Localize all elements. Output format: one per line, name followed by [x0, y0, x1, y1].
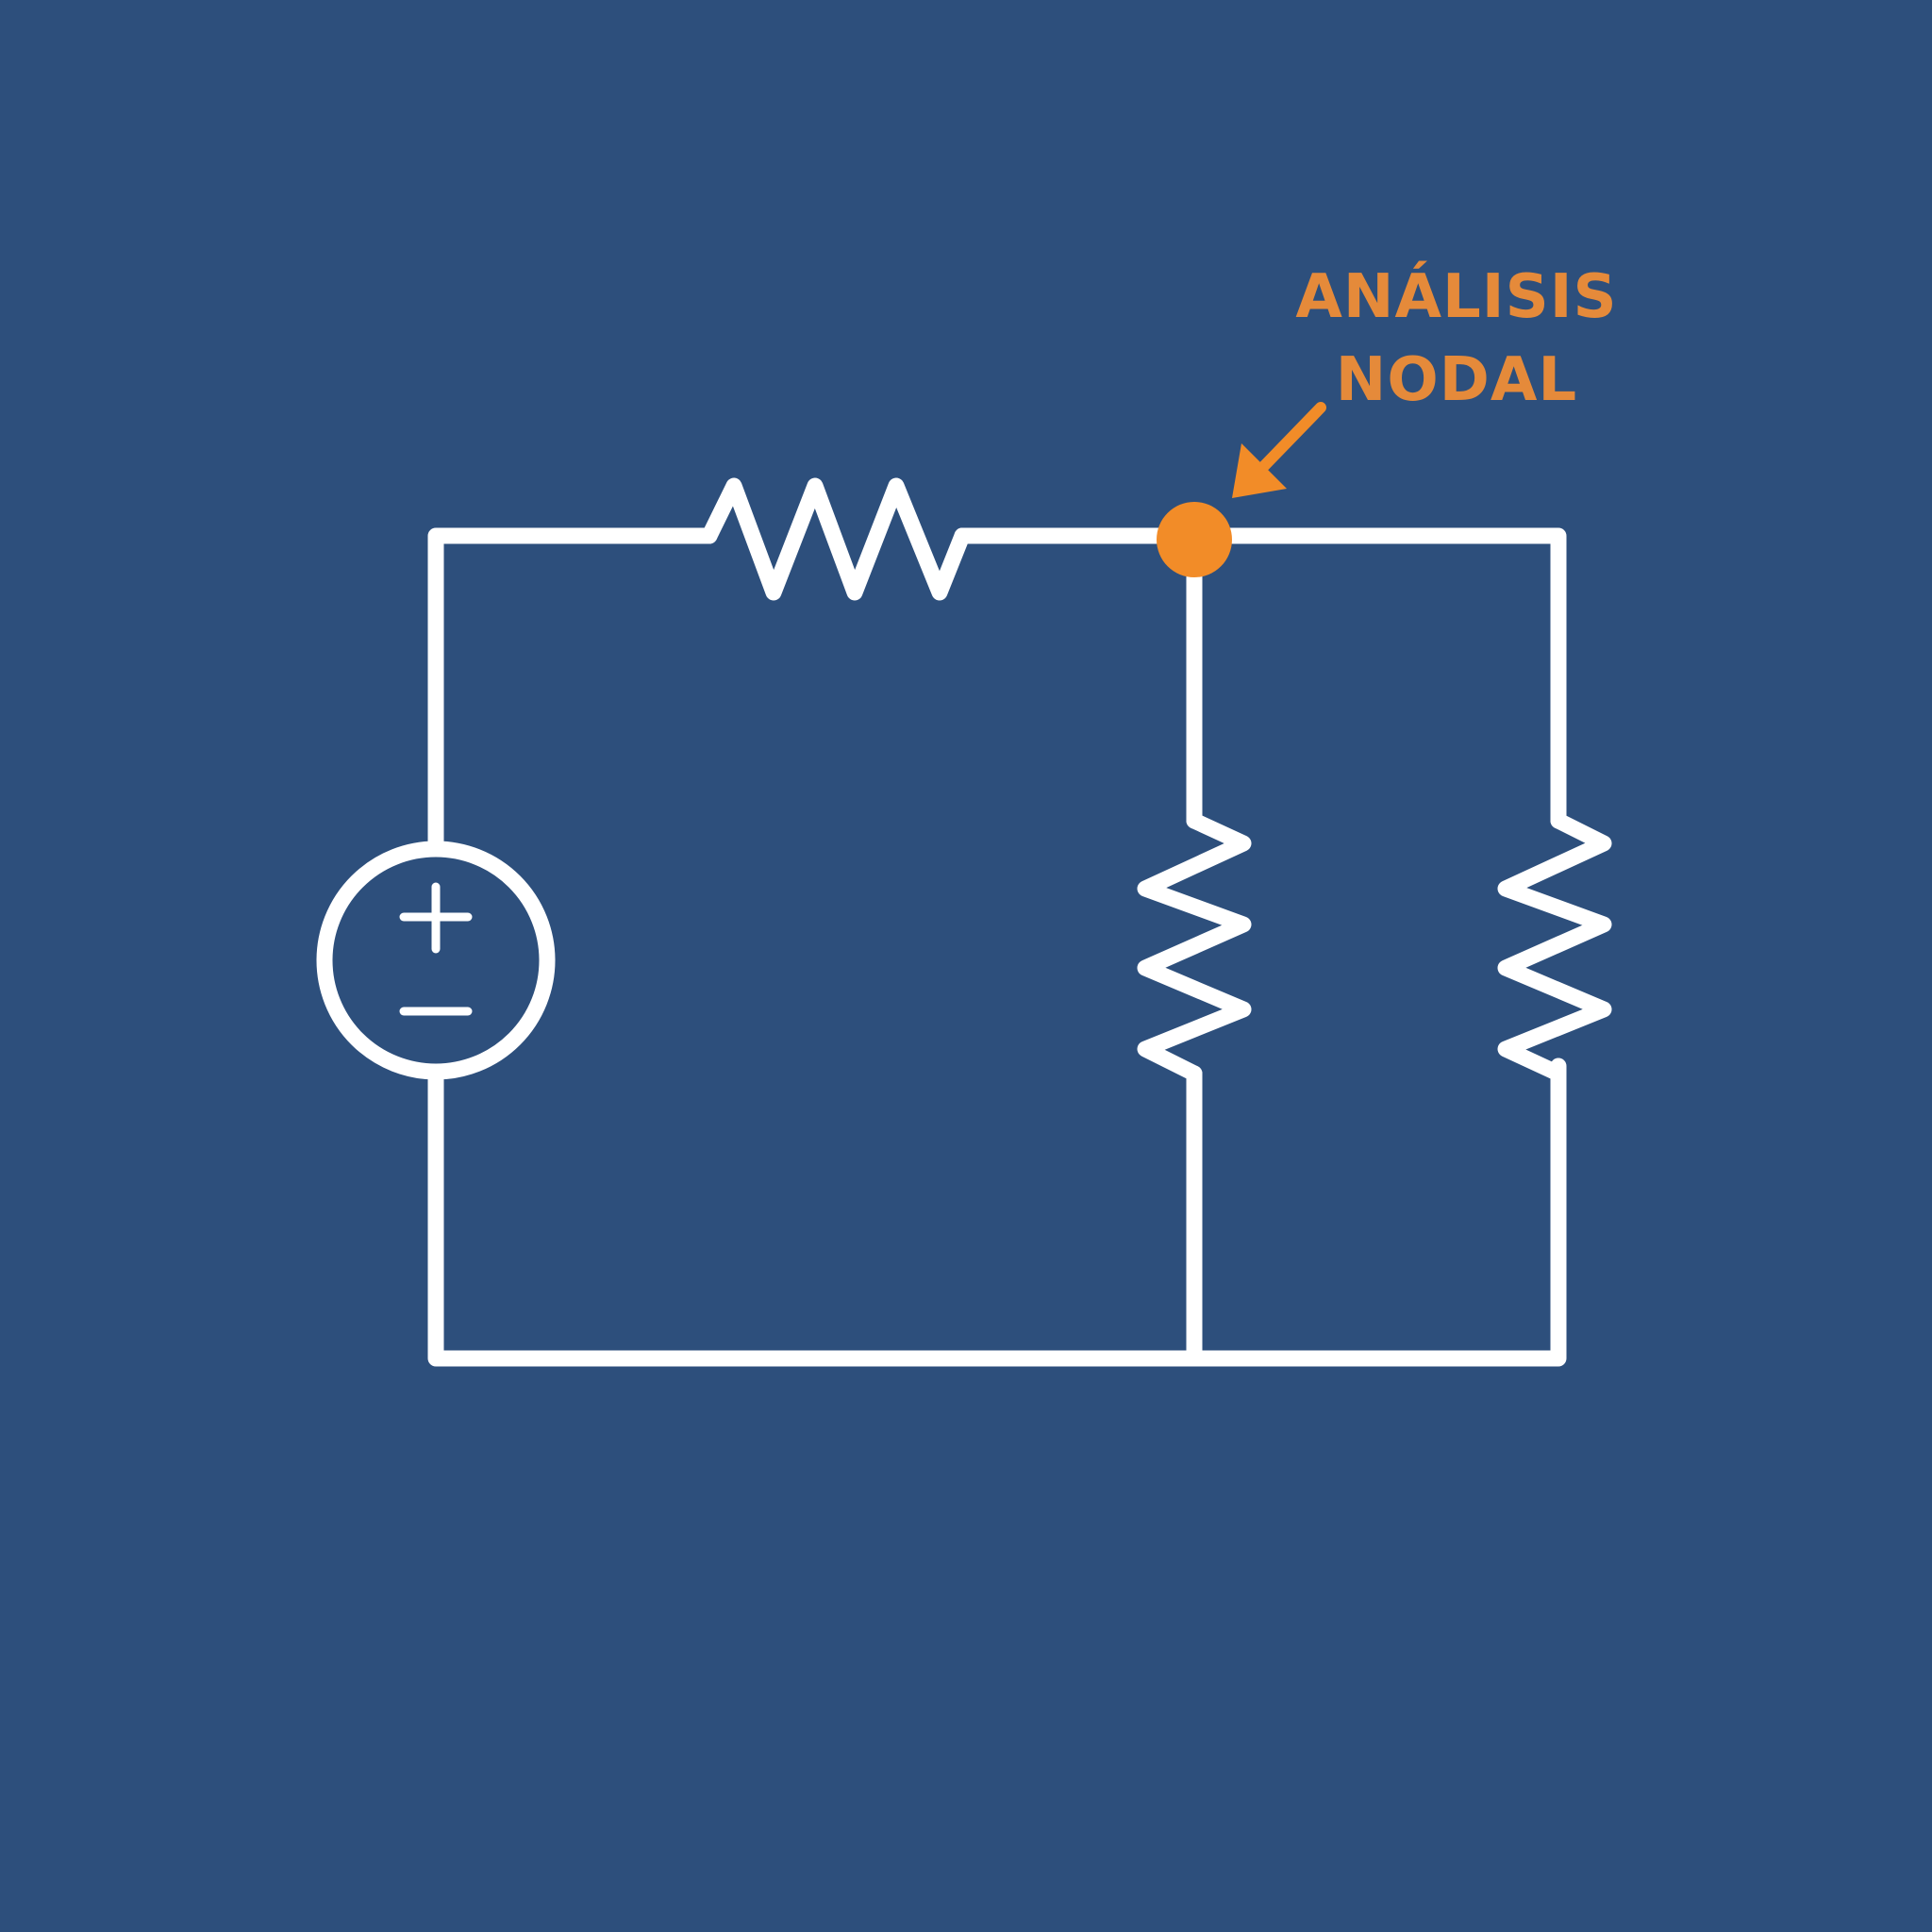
highlighted-node [1157, 502, 1232, 577]
annotation-label-line-2: NODAL [1336, 345, 1577, 415]
resistor-middle [1137, 812, 1252, 1082]
wire-left-upper [427, 527, 718, 852]
voltage-source [316, 841, 556, 1080]
wire-top-right [954, 527, 1567, 829]
annotation-arrow [1232, 402, 1326, 498]
resistor-right [1497, 812, 1612, 1082]
annotation-label-line-1: ANÁLISIS [1295, 260, 1617, 332]
wire-bottom-rail [427, 1058, 1567, 1367]
voltage-source-plus-sign [399, 882, 473, 954]
resistor-top [701, 477, 971, 601]
